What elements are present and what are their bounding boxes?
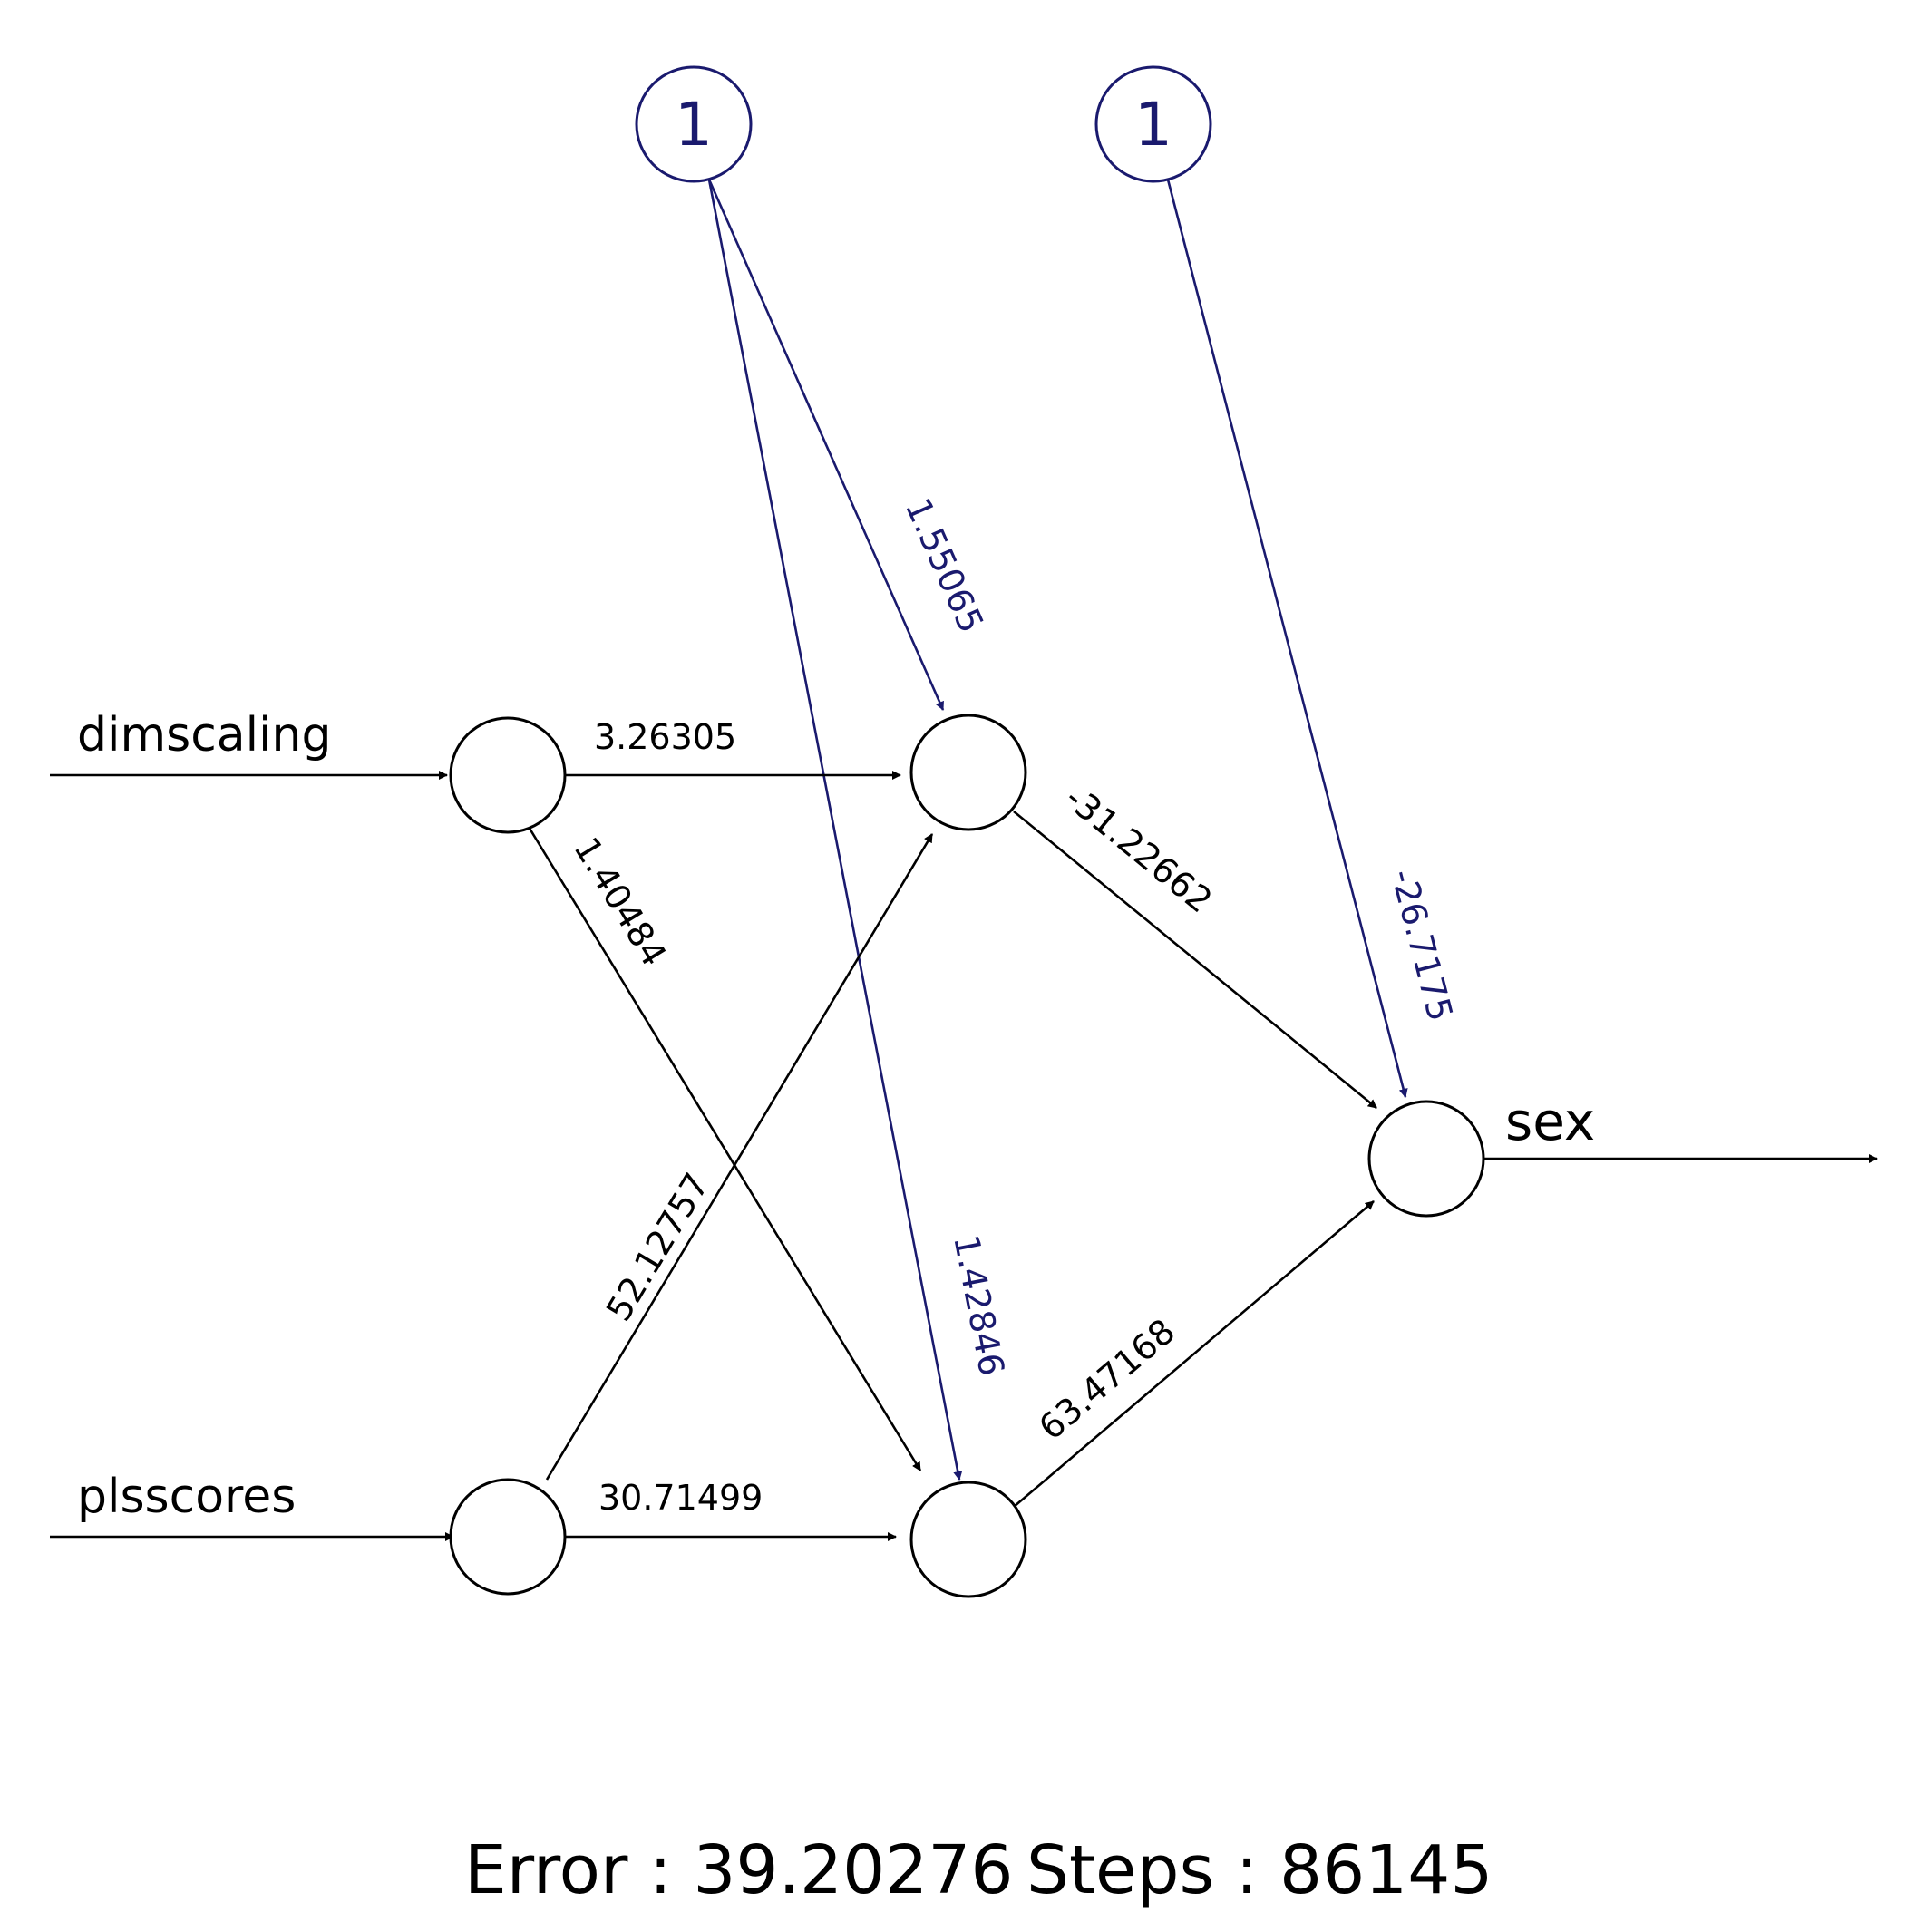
edge-bias1-hidden2 <box>707 179 963 1481</box>
weight-label-h1-o: -31.22662 <box>1057 778 1220 921</box>
weight-label-i2-h1: 52.12757 <box>598 1166 717 1327</box>
error-readout: Error : 39.20276 <box>464 1831 1013 1909</box>
edge-bias2-output <box>1166 179 1408 1098</box>
hidden-node-2 <box>909 1481 1027 1598</box>
weight-label-b1-h1: 1.55065 <box>898 492 992 639</box>
edge-h2-o <box>1013 1200 1375 1508</box>
bias-node-output-label: 1 <box>1134 90 1172 160</box>
input-node-plsscores <box>449 1478 567 1596</box>
edge-i2-h1 <box>545 833 934 1481</box>
input-label-dimscaling: dimscaling <box>77 708 332 762</box>
weight-label-b2-o: -26.7175 <box>1383 865 1460 1024</box>
hidden-node-1 <box>909 714 1027 831</box>
weight-label-i2-h2: 30.71499 <box>598 1478 763 1518</box>
edge-i1-h2 <box>527 826 922 1471</box>
weight-label-b1-h2: 1.42846 <box>946 1231 1012 1379</box>
output-label-sex: sex <box>1505 1091 1595 1152</box>
input-node-dimscaling <box>449 716 567 834</box>
edge-h1-o <box>1013 810 1377 1110</box>
bias-node-hidden-label: 1 <box>675 90 713 160</box>
steps-readout: Steps : 86145 <box>1026 1831 1493 1909</box>
weight-label-i1-h1: 3.26305 <box>594 717 736 757</box>
bias-node-hidden <box>635 65 753 183</box>
bias-node-output <box>1094 65 1212 183</box>
output-node <box>1367 1100 1485 1218</box>
weight-label-i1-h2: 1.40484 <box>566 830 674 973</box>
input-label-plsscores: plsscores <box>77 1470 296 1524</box>
edge-bias1-hidden1 <box>707 179 945 711</box>
